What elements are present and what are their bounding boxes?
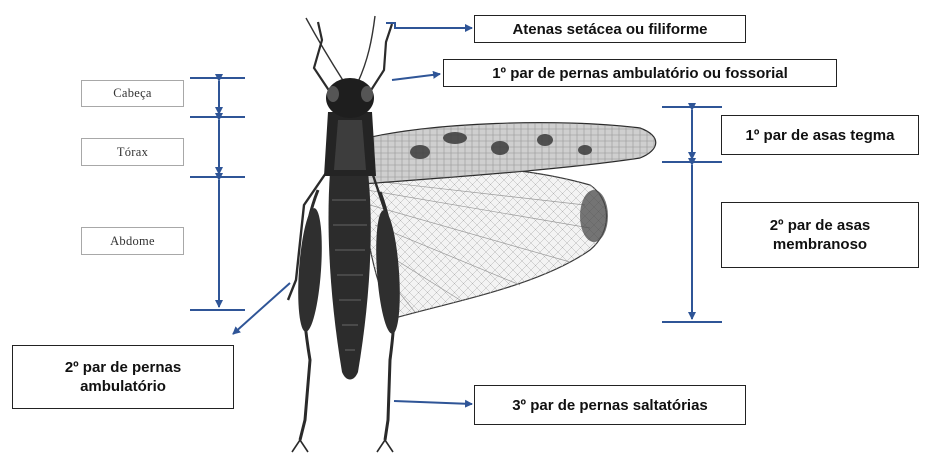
antenna-label: Atenas setácea ou filiforme bbox=[474, 15, 746, 43]
forewings-label: 1º par de asas tegma bbox=[721, 115, 919, 155]
hindwings-label: 2º par de asas membranoso bbox=[721, 202, 919, 268]
hind-legs-label: 3º par de pernas saltatórias bbox=[474, 385, 746, 425]
abdomen-label: Abdome bbox=[81, 227, 184, 255]
thorax-label: Tórax bbox=[81, 138, 184, 166]
front-legs-arrow bbox=[392, 74, 440, 80]
hind-legs-arrow bbox=[394, 401, 472, 404]
segment-scale bbox=[190, 78, 245, 310]
front-legs-label: 1º par de pernas ambulatório ou fossoria… bbox=[443, 59, 837, 87]
antenna-arrow bbox=[386, 23, 472, 28]
middle-legs-label: 2º par de pernas ambulatório bbox=[12, 345, 234, 409]
middle-legs-arrow bbox=[233, 283, 290, 334]
abdomen-shape bbox=[329, 172, 371, 380]
hindwing-dark-tip bbox=[580, 190, 608, 242]
head-label: Cabeça bbox=[81, 80, 184, 107]
wing-scale bbox=[662, 107, 722, 322]
